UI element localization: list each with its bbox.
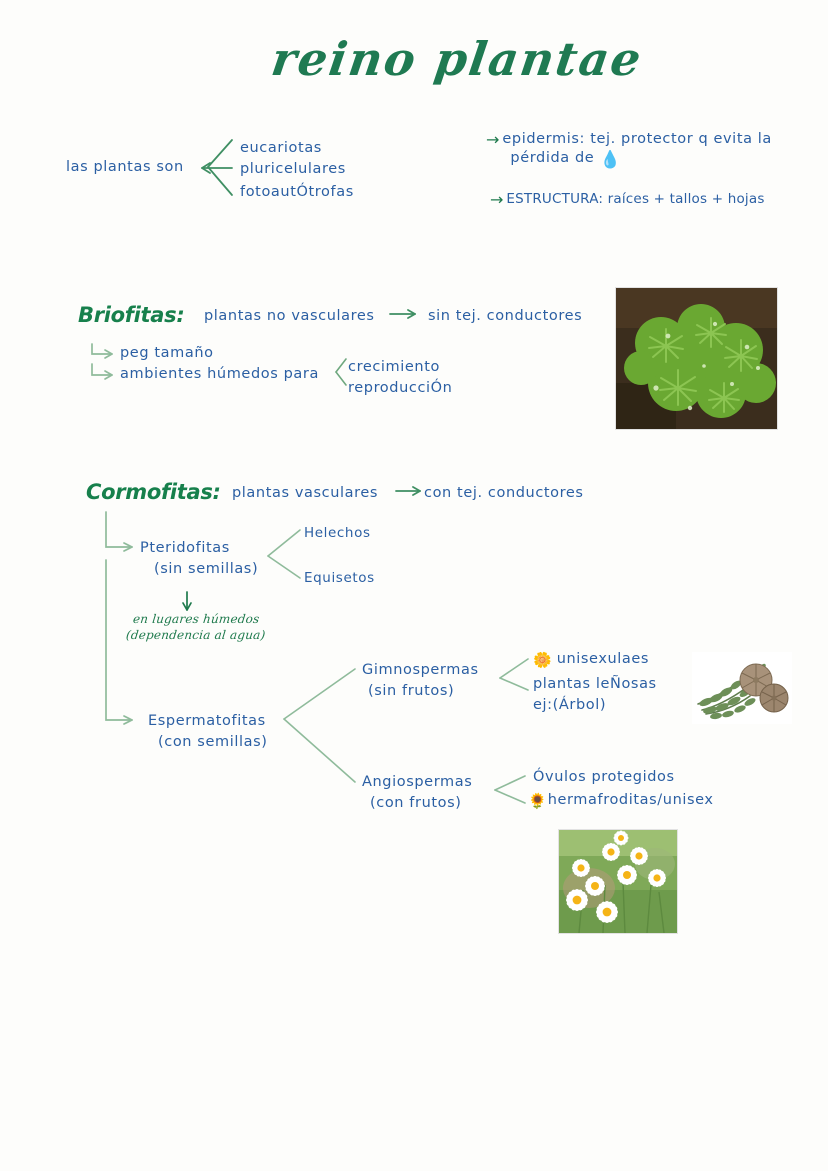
angiospermas-trait-1: 🌻 hermafroditas/unisex [528, 791, 714, 810]
gimnospermas-trait-0: 🌼 unisexulaes [533, 650, 649, 669]
briofitas-bullet-0: peg tamaño [120, 345, 214, 361]
gimnospermas-trait-0-text: unisexulaes [556, 651, 650, 667]
flower-icon: 🌼 [533, 650, 552, 669]
conifer-cones-art [692, 652, 792, 724]
briofitas-para-item-1: reproducciÓn [348, 380, 453, 396]
daisies-art [559, 830, 677, 933]
angiospermas-name: Angiospermas [362, 774, 473, 790]
cormofitas-definition-result: con tej. conductores [424, 485, 584, 501]
daisies-photo [558, 829, 678, 934]
cormofitas-definition: plantas vasculares [232, 485, 379, 501]
epidermis-line-1: epidermis: tej. protector q evita la [502, 131, 772, 147]
briofitas-definition-result: sin tej. conductores [428, 308, 583, 324]
intro-label: las plantas son [66, 159, 184, 175]
espermatofitas-sub: (con semillas) [158, 734, 268, 750]
flower-icon-2: 🌻 [528, 791, 547, 810]
briofitas-definition: plantas no vasculares [204, 308, 375, 324]
estructura-note: → ESTRUCTURA: raíces + tallos + hojas [490, 190, 765, 209]
intro-item-2: fotoautÓtrofas [240, 184, 354, 200]
gimnospermas-trait-1-text: plantas leÑosas [533, 676, 657, 692]
epidermis-note: → epidermis: tej. protector q evita la p… [486, 130, 772, 170]
epidermis-line-2: pérdida de [510, 150, 595, 166]
pteridofitas-sub: (sin semillas) [154, 561, 259, 577]
angiospermas-trait-0-text: Óvulos protegidos [533, 769, 675, 785]
pteridofitas-note-line-2: (dependencia al agua) [125, 628, 267, 642]
estructura-text: ESTRUCTURA: raíces + tallos + hojas [506, 191, 765, 207]
pteridofitas-name: Pteridofitas [140, 540, 230, 556]
moss-photo-art [616, 288, 777, 429]
pteridofitas-note-line-1: en lugares húmedos [132, 612, 261, 626]
gimnospermas-sub: (sin frutos) [368, 683, 455, 699]
cormofitas-heading: Cormofitas: [86, 480, 221, 504]
pteridofitas-child-0: Helechos [304, 525, 371, 541]
page-title: reino plantae [268, 32, 647, 86]
gimnospermas-trait-2-text: ej:(Árbol) [533, 697, 607, 713]
conifer-cones-photo [692, 652, 792, 724]
intro-item-0: eucariotas [240, 140, 322, 156]
epidermis-line-2-wrap: pérdida de 💧 [510, 149, 772, 170]
gimnospermas-name: Gimnospermas [362, 662, 479, 678]
pteridofitas-child-1: Equisetos [304, 570, 375, 586]
intro-item-1: pluricelulares [240, 161, 346, 177]
moss-photo [615, 287, 778, 430]
briofitas-para-item-0: crecimiento [348, 359, 440, 375]
arrow-right-icon-2: → [490, 190, 504, 209]
arrow-right-icon: → [486, 130, 500, 149]
angiospermas-trait-1-text: hermafroditas/unisex [547, 792, 714, 808]
briofitas-bullet-1: ambientes húmedos para [120, 366, 319, 382]
angiospermas-sub: (con frutos) [370, 795, 462, 811]
espermatofitas-name: Espermatofitas [148, 713, 266, 729]
water-drop-icon: 💧 [599, 150, 622, 170]
briofitas-heading: Briofitas: [78, 303, 185, 327]
